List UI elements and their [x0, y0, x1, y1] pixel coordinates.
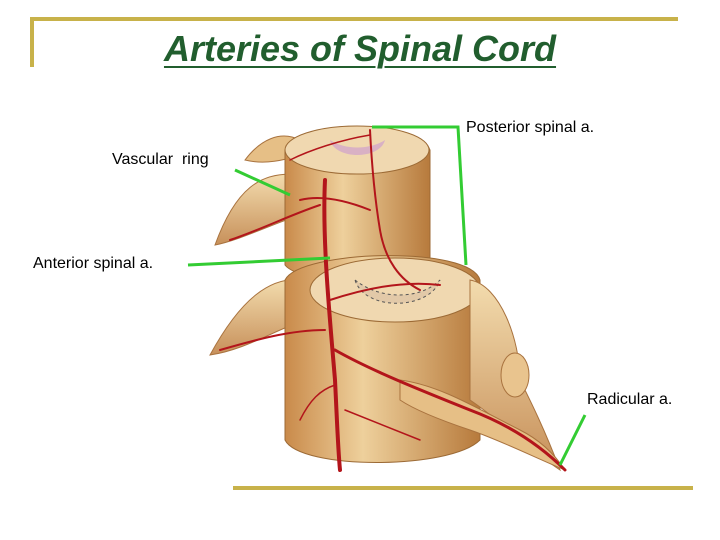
frame-left-rule	[30, 17, 34, 67]
frame-bottom-rule	[233, 486, 693, 490]
posterior-spinal-leader	[372, 125, 468, 266]
vascular-ring-label: Vascular ring	[112, 151, 209, 168]
frame-top-rule	[30, 17, 678, 21]
anterior-spinal-label: Anterior spinal a.	[33, 255, 154, 272]
anterior-spinal-leader	[187, 256, 331, 267]
radicular-label: Radicular a.	[587, 391, 673, 408]
artery-network	[219, 129, 567, 472]
left-nerve-roots	[209, 135, 306, 356]
radicular-leader	[558, 414, 587, 466]
leader-lines	[187, 125, 587, 466]
slide-title: Arteries of Spinal Cord	[163, 28, 557, 69]
vascular-ring-leader	[234, 168, 291, 197]
posterior-spinal-label: Posterior spinal a.	[466, 119, 595, 136]
